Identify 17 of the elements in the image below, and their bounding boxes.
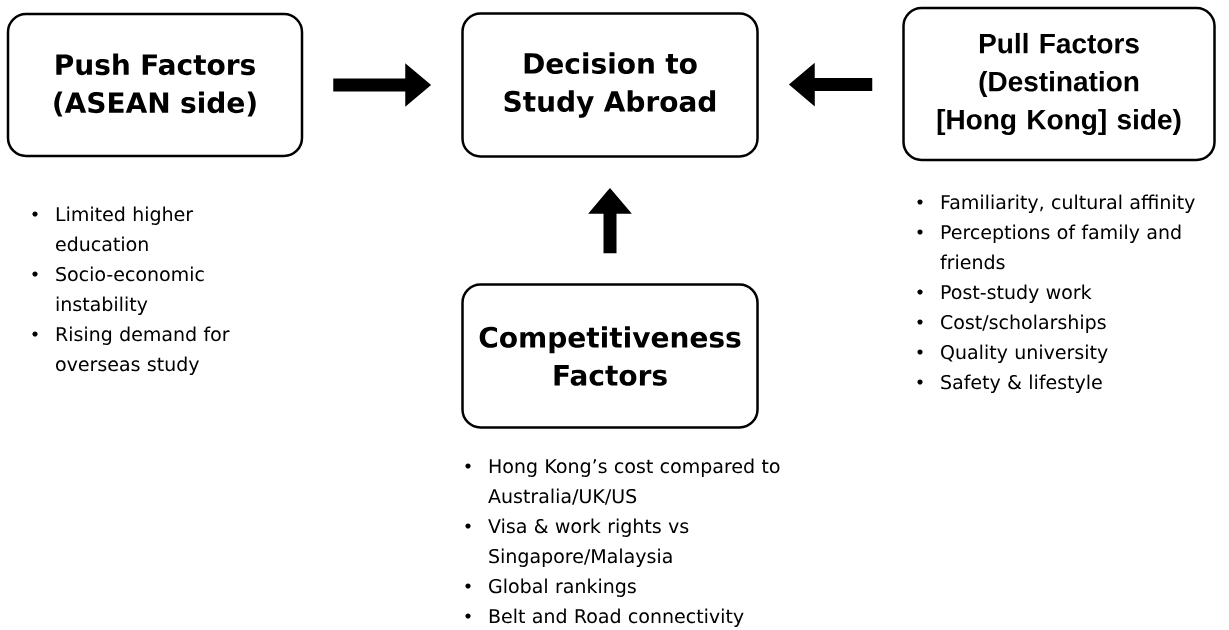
bullet-item: Hong Kong’s cost compared to Australia/UK/US xyxy=(465,458,780,505)
bullet-item: Perceptions of family and friends xyxy=(917,224,1181,270)
bullet-item: Rising demand for overseas study xyxy=(32,326,230,375)
bullet-item: Safety & lifestyle xyxy=(917,374,1102,393)
bullet-item: Limited higher education xyxy=(32,206,194,252)
bullet-item: Visa & work rights vs Singapore/Malaysia xyxy=(465,518,689,567)
bullet-item: Familiarity, cultural affinity xyxy=(917,194,1195,213)
bullet-item: Cost/scholarships xyxy=(917,314,1106,333)
title-box: Push Factors (ASEAN side) xyxy=(6,12,304,158)
title-box: Pull Factors (Destination [Hong Kong] side) xyxy=(902,6,1216,162)
title-box: Decision to Study Abroad xyxy=(461,12,759,158)
title-box: Competitiveness Factors xyxy=(461,283,759,429)
bullet-item: Quality university xyxy=(917,344,1108,363)
bullet-item: Global rankings xyxy=(465,578,636,597)
bullet-item: Belt and Road connectivity xyxy=(465,608,744,627)
bullet-item: Post-study work xyxy=(917,284,1092,303)
bullet-item: Socio-economic instability xyxy=(32,266,204,315)
